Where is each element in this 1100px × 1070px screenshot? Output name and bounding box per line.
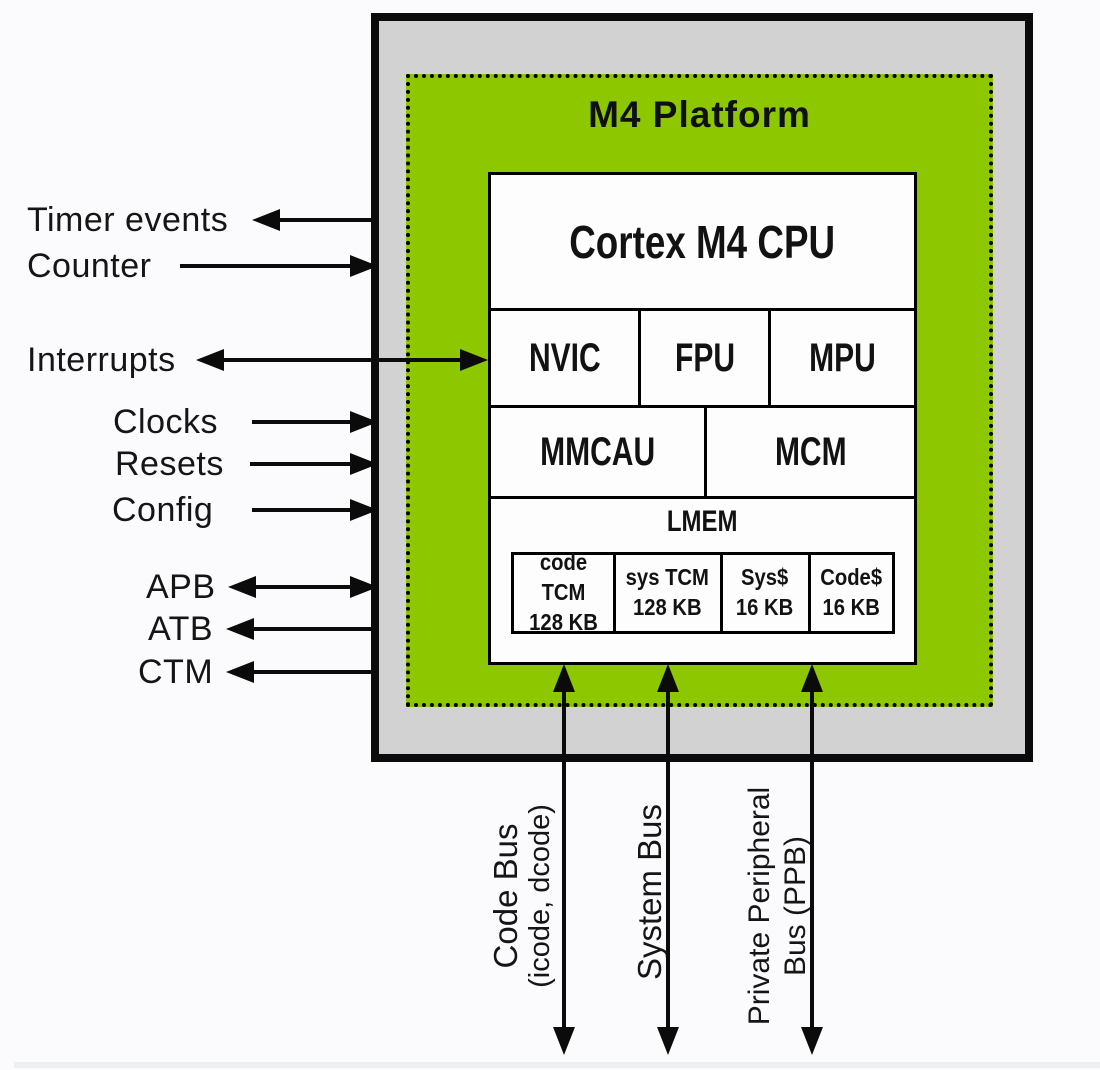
mmcau-label: MMCAU [540,429,655,474]
config-arrow [252,499,378,521]
cpu-units-row2: MMCAU MCM [491,408,914,496]
platform-title: M4 Platform [588,94,811,135]
code-cache-name: Code$ [820,564,882,591]
sys-cache-block: Sys$ 16 KB [719,552,811,634]
ppb-sublabel: Bus (PPB) [779,835,812,977]
code-cache-size: 16 KB [822,594,880,620]
nvic-block: NVIC [491,311,638,405]
mcm-label: MCM [774,429,847,474]
counter-arrow [180,255,378,277]
signal-label-ctm: CTM [138,653,214,691]
mmcau-block: MMCAU [491,408,704,496]
page-bottom-edge [14,1062,1100,1068]
cpu-title-cell: Cortex M4 CPU [491,175,914,308]
mpu-label: MPU [809,335,876,380]
signal-label-config: Config [112,491,214,529]
signal-label-resets: Resets [115,445,224,483]
code-tcm-size: 128 KB [528,608,598,635]
signal-label-clocks: Clocks [113,403,219,441]
code-tcm-name: code TCM [539,549,587,606]
resets-arrow [250,453,378,475]
system-bus-label: System Bus [631,803,668,981]
ctm-arrow [226,661,372,683]
clocks-arrow [252,411,378,433]
atb-arrow [226,618,372,640]
code-bus-label: Code Bus [487,823,524,969]
signal-label-apb: APB [146,568,216,606]
lmem-memories: code TCM 128 KB sys TCM 128 KB Sys$ 16 K… [510,549,895,635]
sys-tcm-size: 128 KB [633,594,702,620]
bus-label-ppb: Private Peripheral Bus (PPB) [742,776,814,1036]
signal-label-interrupts: Interrupts [27,341,176,379]
bus-label-system-bus: System Bus [631,792,668,992]
signal-label-atb: ATB [148,610,214,648]
nvic-label: NVIC [528,335,601,380]
lmem-block: LMEM code TCM 128 KB sys TCM 128 KB Sys$… [491,499,914,662]
lmem-label: LMEM [667,505,738,538]
code-tcm-block: code TCM 128 KB [510,549,616,635]
sys-tcm-block: sys TCM 128 KB [612,552,723,634]
sys-cache-size: 16 KB [736,594,794,620]
signal-label-counter: Counter [27,247,152,285]
cortex-m4-cpu-block: Cortex M4 CPU NVIC FPU MPU MMCAU MCM LME… [488,172,917,665]
signal-label-timer-events: Timer events [27,201,229,239]
code-bus-sublabel: (icode, dcode) [524,804,556,988]
mpu-block: MPU [771,311,914,405]
sys-cache-name: Sys$ [741,564,789,591]
fpu-label: FPU [674,335,735,380]
code-cache-block: Code$ 16 KB [807,552,895,634]
apb-arrow [228,576,378,598]
fpu-block: FPU [641,311,768,405]
cpu-units-row1: NVIC FPU MPU [491,311,914,405]
sys-tcm-name: sys TCM [625,564,710,591]
mcm-block: MCM [707,408,914,496]
timer-events-arrow [252,209,374,231]
bus-label-code-bus: Code Bus (icode, dcode) [487,781,560,1011]
ppb-label: Private Peripheral [743,786,776,1026]
cpu-title: Cortex M4 CPU [569,215,836,268]
